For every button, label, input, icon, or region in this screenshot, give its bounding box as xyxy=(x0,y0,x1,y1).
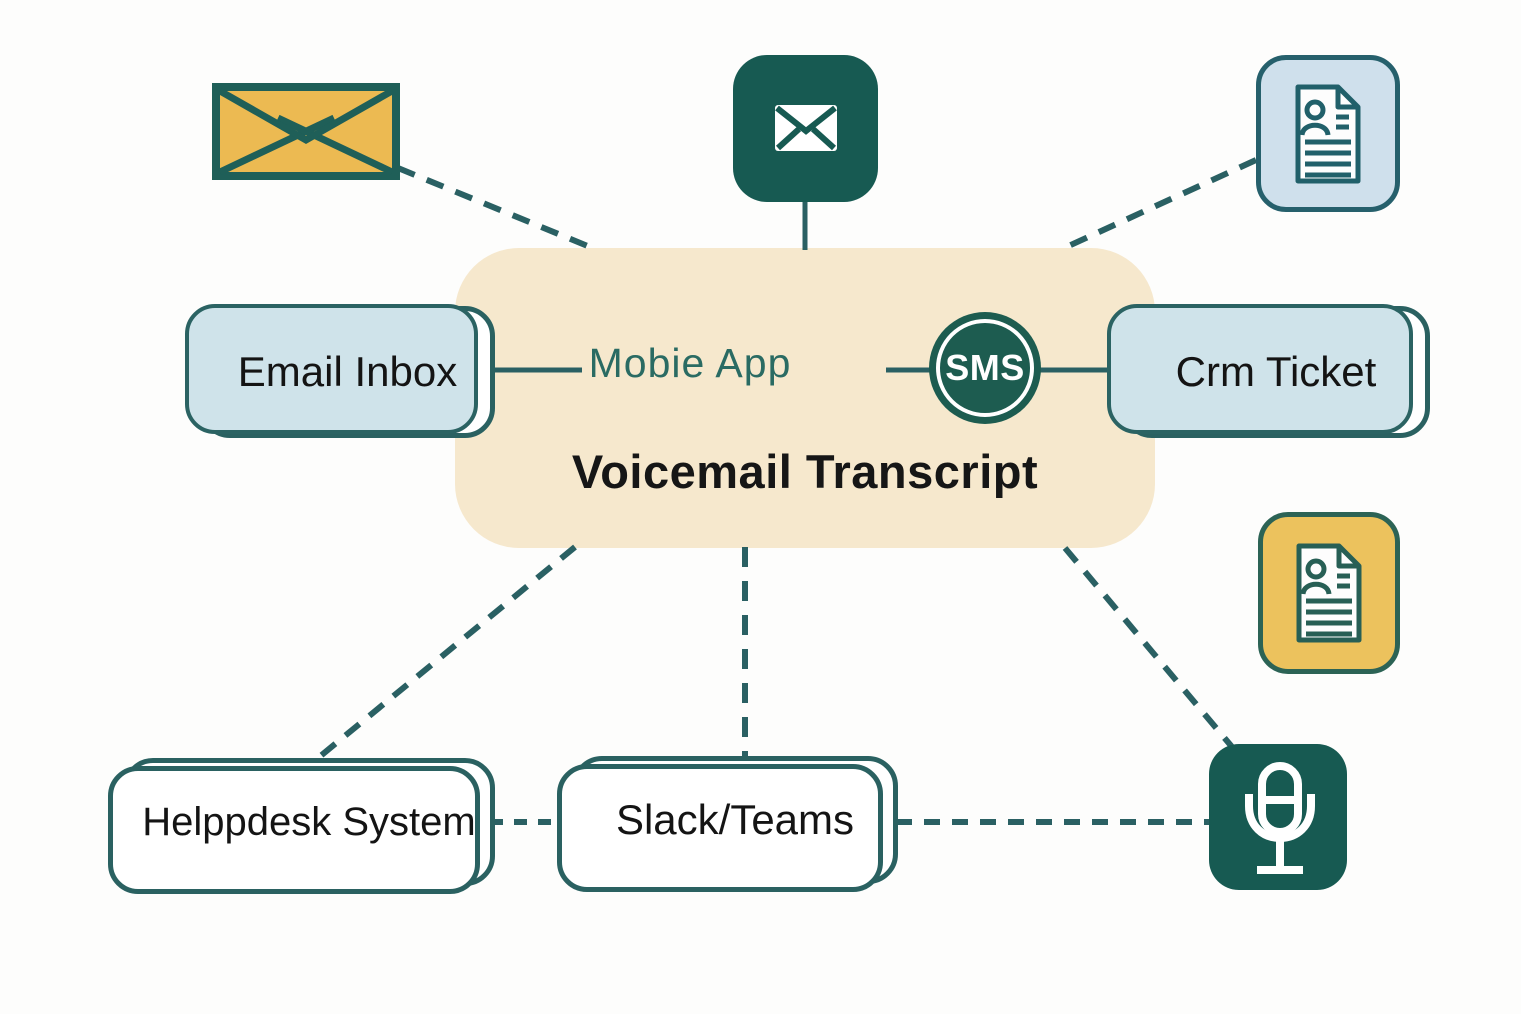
email-inbox-label: Email Inbox xyxy=(237,348,458,395)
edge-envelope-central xyxy=(396,165,592,250)
yellow-envelope-icon xyxy=(212,83,400,180)
sms-badge: SMS xyxy=(929,312,1041,424)
slack-teams-box: Slack/Teams xyxy=(557,756,898,892)
microphone-icon xyxy=(1209,744,1347,890)
teal-email-app-icon xyxy=(733,55,878,202)
crm-ticket-label: Crm Ticket xyxy=(1175,348,1377,395)
voicemail-transcript-title: Voicemail Transcript xyxy=(571,445,1039,498)
crm-ticket-box: Crm Ticket xyxy=(1107,304,1430,438)
contact-document-icon-blue xyxy=(1256,55,1400,212)
contact-document-icon-yellow xyxy=(1258,512,1400,674)
edge-bluedoc-central xyxy=(1060,157,1258,252)
voicemail-transcript-node xyxy=(455,248,1155,548)
edge-central-mic xyxy=(1062,546,1246,762)
edge-central-helpdesk xyxy=(316,544,577,761)
email-inbox-box: Email Inbox xyxy=(185,304,495,438)
sms-badge-label: SMS xyxy=(945,347,1025,388)
slack-teams-label: Slack/Teams xyxy=(615,796,855,843)
helpdesk-system-box: Helppdesk System xyxy=(108,758,495,894)
helpdesk-system-label: Helppdesk System xyxy=(142,799,476,844)
mobie-app-label: Mobie App xyxy=(588,340,792,386)
